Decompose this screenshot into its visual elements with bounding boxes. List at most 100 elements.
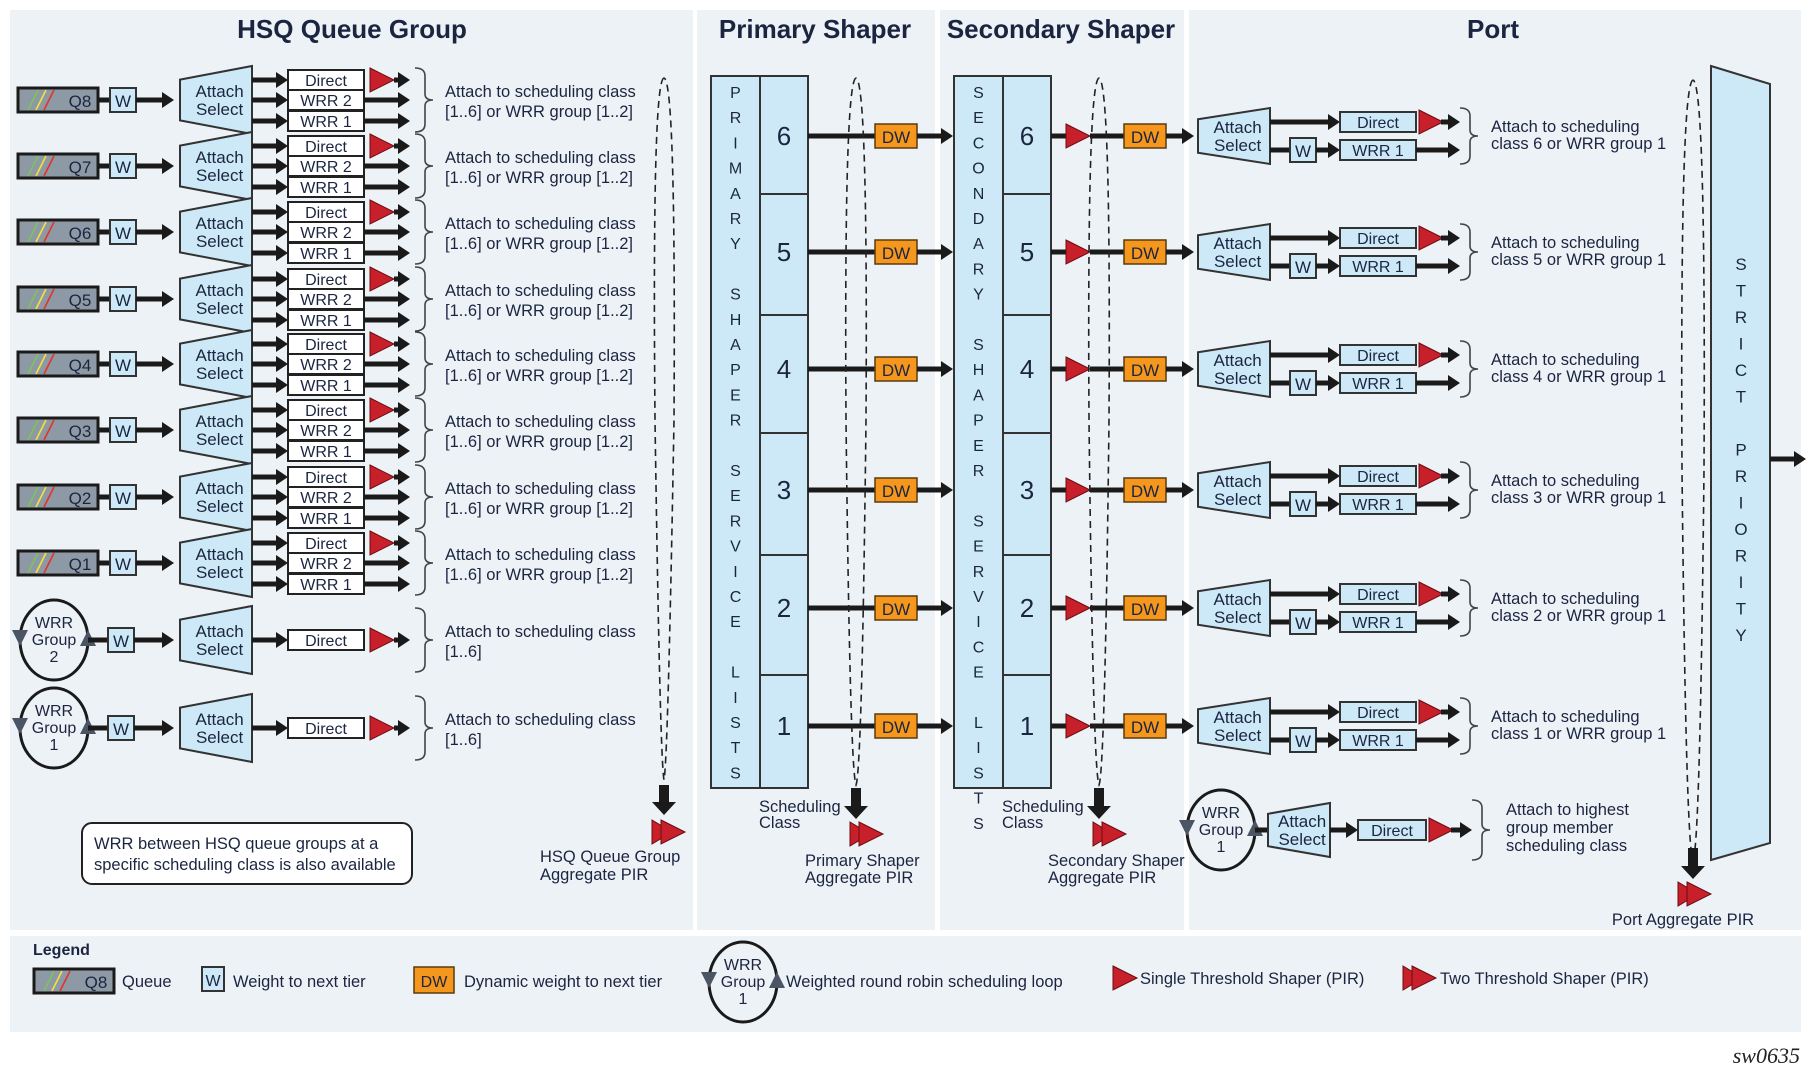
secondary-service-list-label-letter: E <box>973 539 984 556</box>
primary-service-list-label-letter: E <box>730 614 741 631</box>
attach-select-shape <box>1197 578 1271 638</box>
dw-arrow-head-icon <box>1182 600 1194 616</box>
primary-service-list-label-letter: R <box>730 413 742 430</box>
primary-service-list-label-letter: R <box>730 110 742 127</box>
wrr-box-label: WRR 1 <box>300 114 352 131</box>
strict-priority-label-letter: R <box>1735 467 1747 486</box>
shaper-out-arrow-head-icon <box>398 720 410 736</box>
wrr-out-arrow-head-icon <box>1448 258 1460 274</box>
single-threshold-shaper-icon <box>369 266 396 292</box>
dynamic-weight-label: DW <box>882 482 910 501</box>
legend-single-text: Single Threshold Shaper (PIR) <box>1140 970 1364 988</box>
port-target-text-1: Attach to scheduling <box>1491 118 1640 136</box>
hsq-title: HSQ Queue Group <box>237 14 467 44</box>
single-threshold-shaper-icon <box>369 331 396 357</box>
wrr-box-label: WRR 1 <box>1352 143 1404 160</box>
shaper-out-arrow-head-icon <box>1448 586 1460 602</box>
attach-select-label-2: Select <box>1214 369 1262 388</box>
queue-label: Q1 <box>69 555 92 574</box>
secondary-service-list-label-letter: R <box>973 463 985 480</box>
primary-service-list-label-letter: A <box>730 337 741 354</box>
secondary-service-list-label-letter: L <box>974 715 983 732</box>
weight-label: W <box>115 92 131 111</box>
primary-service-list-label-letter: R <box>730 513 742 530</box>
direct-arrow-head-icon <box>1328 468 1340 484</box>
queue-stripe-green <box>27 155 39 177</box>
shaper-out-arrow-head-icon <box>1448 230 1460 246</box>
legend-wrr-text: Weighted round robin scheduling loop <box>786 973 1063 991</box>
secondary-class-number: 6 <box>1020 121 1034 151</box>
queue-body <box>16 86 100 114</box>
strict-priority-label-letter: R <box>1735 547 1747 566</box>
single-threshold-shaper-icon <box>1065 477 1092 503</box>
attach-select-shape <box>1197 460 1271 520</box>
single-threshold-shaper-icon <box>1065 239 1092 265</box>
direct-box-label: Direct <box>1357 348 1399 365</box>
secondary-class-cell <box>1002 674 1052 789</box>
queue-stripe-green <box>27 288 39 310</box>
primary-class-number: 6 <box>777 121 791 151</box>
single-threshold-shaper-icon <box>1418 225 1445 251</box>
port-down-arrow-icon <box>1681 866 1705 879</box>
attach-arrow-head-icon <box>276 443 288 459</box>
secondary-service-list-label-letter: I <box>976 614 980 631</box>
attach-select-label-2: Select <box>196 166 244 185</box>
wrr-out-arrow-head-icon <box>398 576 410 592</box>
queue-stripe-green <box>43 970 55 992</box>
queue-stripe-yellow <box>35 486 47 508</box>
shaper-out-arrow-head-icon <box>398 336 410 352</box>
attach-select-label-2: Select <box>1214 252 1262 271</box>
queue-stripe-green <box>27 552 39 574</box>
weight-arrow-head-icon <box>162 632 174 648</box>
target-text-2: [1..6] <box>445 731 482 749</box>
single-threshold-shaper-icon <box>1065 595 1092 621</box>
primary-service-list-label-letter: R <box>730 211 742 228</box>
legend-dw-sample: DW <box>421 974 449 991</box>
target-brace <box>1459 340 1479 398</box>
weight-arrow-head-icon <box>1328 496 1340 512</box>
secondary-service-list-label-letter: V <box>973 589 984 606</box>
queue-stripe-yellow <box>35 155 47 177</box>
primary-sched-text-2: Class <box>759 814 800 832</box>
dw-arrow-head-icon <box>941 244 953 260</box>
attach-select-label-2: Select <box>1214 726 1262 745</box>
port-target-text-2: class 3 or WRR group 1 <box>1491 489 1666 507</box>
attach-arrow-head-icon <box>276 204 288 220</box>
attach-arrow-head-icon <box>276 271 288 287</box>
queue-stripe-red <box>43 419 55 441</box>
target-text-2: [1..6] or WRR group [1..2] <box>445 566 633 584</box>
direct-box-label: Direct <box>305 205 347 222</box>
weight-label: W <box>115 422 131 441</box>
wrr-box-label: WRR 2 <box>300 159 352 176</box>
shaper-out-arrow-head-icon <box>1448 114 1460 130</box>
wrr-out-arrow-head-icon <box>398 291 410 307</box>
dw-arrow-head-icon <box>1182 128 1194 144</box>
port-target-text-1: Attach to scheduling <box>1491 351 1640 369</box>
queue-body <box>16 416 100 444</box>
dw-arrow-head-icon <box>941 361 953 377</box>
port-target-text-2: class 5 or WRR group 1 <box>1491 251 1666 269</box>
single-threshold-shaper-icon <box>369 397 396 423</box>
strict-priority-label-letter: C <box>1735 361 1747 380</box>
queue-icon: Q8 <box>16 86 100 114</box>
attach-arrow-head-icon <box>276 535 288 551</box>
legend-title: Legend <box>33 942 90 959</box>
target-text-2: [1..6] or WRR group [1..2] <box>445 500 633 518</box>
attach-arrow-head-icon <box>276 489 288 505</box>
weight-label: W <box>115 356 131 375</box>
secondary-service-list-label-letter: N <box>973 186 985 203</box>
direct-box-label: Direct <box>305 536 347 553</box>
hsq-aggregate-shaper-icon-front <box>660 819 687 845</box>
shaper-out-arrow-head-icon <box>1448 347 1460 363</box>
shaper-out-arrow-head-icon <box>398 535 410 551</box>
target-text-2: [1..6] <box>445 643 482 661</box>
wrr-out-arrow-head-icon <box>398 224 410 240</box>
